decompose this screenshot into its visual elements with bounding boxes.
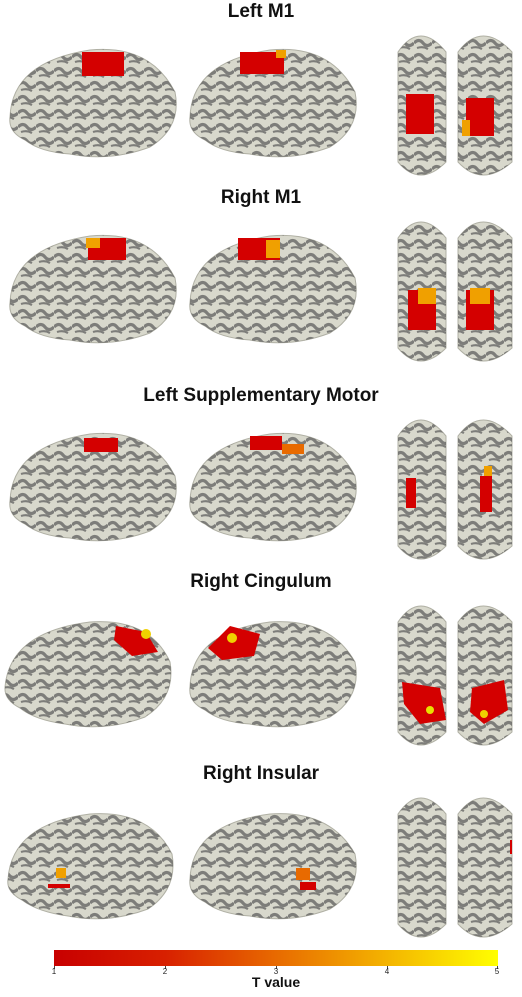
brain-views	[0, 784, 522, 952]
activation-blob	[466, 98, 494, 136]
brain-surface-views	[9, 221, 513, 362]
lateral-view-left	[9, 48, 177, 158]
activation-blob	[240, 52, 284, 74]
medial-view	[189, 48, 357, 158]
panel-title: Left M1	[227, 1, 295, 22]
panel-left-m1: Left M1	[0, 0, 522, 190]
brain-surface-views	[9, 419, 513, 560]
panel-right-cingulum: Right Cingulum	[0, 570, 522, 760]
panel-right-m1: Right M1	[0, 186, 522, 376]
dorsal-view	[397, 35, 513, 176]
brain-views	[0, 592, 522, 760]
brain-views	[0, 22, 522, 190]
colorbar-tick: 2	[162, 967, 168, 976]
colorbar-label: T value	[251, 974, 301, 990]
panel-title: Right M1	[220, 187, 302, 208]
panel-title: Right Insular	[202, 763, 320, 784]
panel-right-insular: Right Insular	[0, 762, 522, 952]
panel-left-supplementary-motor: Left Supplementary Motor	[0, 384, 522, 574]
panel-title: Left Supplementary Motor	[143, 385, 379, 406]
t-value-colorbar	[54, 950, 498, 966]
brain-surface-views	[9, 35, 513, 176]
brain-surface-views	[7, 797, 513, 938]
panel-title: Right Cingulum	[190, 571, 332, 592]
brain-views	[0, 406, 522, 574]
colorbar-tick: 1	[51, 967, 57, 976]
activation-blob	[406, 94, 434, 134]
activation-blob	[82, 52, 124, 76]
colorbar-tick: 5	[494, 967, 500, 976]
brain-views	[0, 208, 522, 376]
brain-surface-views	[4, 605, 513, 746]
colorbar-tick: 4	[384, 967, 390, 976]
colorbar-tick: 3	[273, 967, 279, 976]
